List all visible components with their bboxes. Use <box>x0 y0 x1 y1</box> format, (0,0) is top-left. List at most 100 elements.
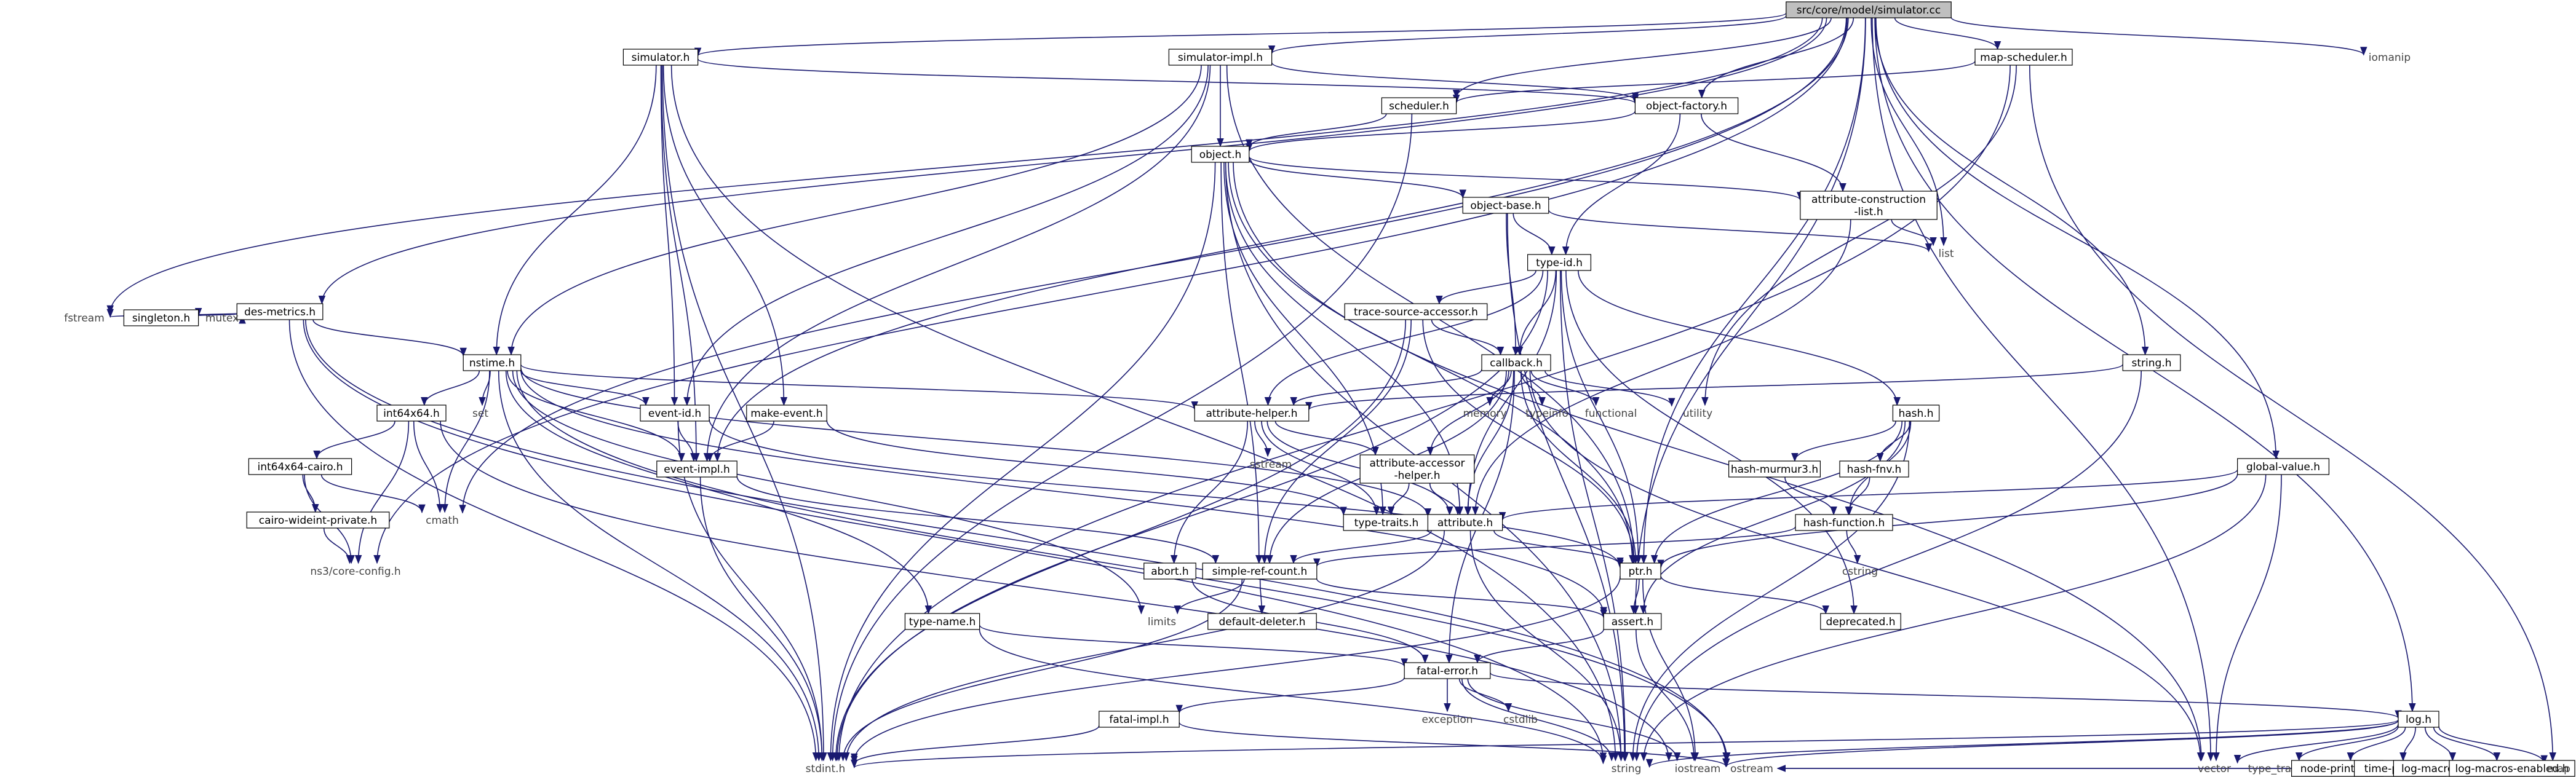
node-log-macros-enabled-h[interactable]: log-macros-enabled.h <box>2449 760 2575 777</box>
edge-object-base-h-to-callback-h <box>1506 213 1519 356</box>
node-fatal-error-h[interactable]: fatal-error.h <box>1404 662 1491 679</box>
edge-hash-fnv-h-to-hash-function-h <box>1845 476 1870 516</box>
node-label: hash-murmur3.h <box>1731 463 1818 476</box>
node-trace-source-accessor-h[interactable]: trace-source-accessor.h <box>1344 303 1488 320</box>
node-label: functional <box>1585 408 1637 420</box>
node-log-h[interactable]: log.h <box>2398 711 2439 728</box>
edge-object-factory-h-to-type-id-h <box>1562 113 1681 256</box>
node-int64x64-h[interactable]: int64x64.h <box>376 404 447 422</box>
node-event-id-h[interactable]: event-id.h <box>640 404 710 422</box>
node-des-metrics-h[interactable]: des-metrics.h <box>236 303 324 320</box>
node-label: fstream <box>64 312 105 325</box>
edge-root-to-cmath <box>459 17 1847 514</box>
edge-root-to-global-value-h <box>1875 17 2280 460</box>
node-attribute-helper-h[interactable]: attribute-helper.h <box>1194 404 1310 422</box>
node-label: memory <box>1463 408 1506 420</box>
node-attribute-h[interactable]: attribute.h <box>1427 514 1503 531</box>
node-root[interactable]: src/core/model/simulator.cc <box>1786 1 1952 18</box>
edge-simulator-impl-h-to-event-id-h <box>683 65 1209 406</box>
node-simulator-h[interactable]: simulator.h <box>622 49 699 66</box>
edge-callback-h-to-vector <box>1529 370 2204 762</box>
node-box <box>376 404 447 422</box>
node-box <box>1343 514 1430 531</box>
edge-trace-source-accessor-h-to-stdint-h <box>832 319 1406 762</box>
node-assert-h[interactable]: assert.h <box>1603 613 1662 630</box>
node-label: hash.h <box>1898 408 1933 420</box>
node-object-base-h[interactable]: object-base.h <box>1462 197 1549 214</box>
node-attribute-accessor-helper-h[interactable]: attribute-accessor-helper.h <box>1359 454 1475 484</box>
node-default-deleter-h[interactable]: default-deleter.h <box>1207 613 1317 630</box>
node-label: ns3/core-config.h <box>310 566 400 578</box>
node-hash-function-h[interactable]: hash-function.h <box>1795 514 1893 531</box>
edge-root-to-map-scheduler-h <box>1894 17 2002 50</box>
node-fatal-impl-h[interactable]: fatal-impl.h <box>1099 711 1180 728</box>
dependency-edges <box>106 12 2556 772</box>
edge-fatal-impl-h-to-stdint-h <box>851 725 1100 765</box>
edge-object-base-h-to-type-id-h <box>1513 213 1556 256</box>
node-box <box>640 404 710 422</box>
node-object-factory-h[interactable]: object-factory.h <box>1634 97 1739 114</box>
node-box <box>1603 613 1662 630</box>
node-hash-h[interactable]: hash.h <box>1892 404 1940 422</box>
node-make-event-h[interactable]: make-event.h <box>746 404 827 422</box>
edge-root-to-object-factory-h <box>1698 17 1854 99</box>
node-deprecated-h[interactable]: deprecated.h <box>1820 613 1901 630</box>
node-stdint-h: stdint.h <box>806 763 846 775</box>
node-type-id-h[interactable]: type-id.h <box>1527 254 1592 271</box>
dependency-nodes: src/core/model/simulator.cc simulator.h si… <box>64 1 2575 777</box>
node-object-h[interactable]: object.h <box>1191 146 1250 163</box>
node-singleton-h[interactable]: singleton.h <box>123 309 199 326</box>
edge-fatal-error-h-to-string <box>1461 678 1615 762</box>
node-hash-murmur3-h[interactable]: hash-murmur3.h <box>1728 460 1821 478</box>
edge-object-h-to-attribute-construction-list-h <box>1249 156 1804 201</box>
edge-int64x64-cairo-h-to-cmath <box>320 474 426 514</box>
node-map-scheduler-h[interactable]: map-scheduler.h <box>1974 49 2073 66</box>
node-abort-h[interactable]: abort.h <box>1143 562 1196 580</box>
edge-trace-source-accessor-h-to-ptr-h <box>1422 319 1637 564</box>
edge-des-metrics-h-to-singleton-h <box>195 307 237 317</box>
node-iostream: iostream <box>1675 763 1721 775</box>
edge-object-h-to-ptr-h <box>1228 162 1636 564</box>
node-simple-ref-count-h[interactable]: simple-ref-count.h <box>1202 562 1318 580</box>
node-int64x64-cairo-h[interactable]: int64x64-cairo.h <box>248 458 352 475</box>
node-string-h[interactable]: string.h <box>2122 354 2181 371</box>
node-cairo-wideint-private-h[interactable]: cairo-wideint-private.h <box>246 511 390 529</box>
edge-object-factory-h-to-object-h <box>1246 111 1636 152</box>
node-ostream: ostream <box>1730 763 1773 775</box>
edge-type-name-h-to-string <box>979 629 1607 765</box>
node-label: -helper.h <box>1394 470 1441 482</box>
edge-assert-h-to-fatal-error-h <box>1474 629 1604 664</box>
node-ptr-h[interactable]: ptr.h <box>1620 562 1661 580</box>
edge-hash-h-to-hash-murmur3-h <box>1791 420 1896 462</box>
node-type-name-h[interactable]: type-name.h <box>904 613 980 630</box>
node-label: scheduler.h <box>1389 100 1449 112</box>
node-box <box>236 303 324 320</box>
edge-type-name-h-to-fatal-error-h <box>979 625 1408 668</box>
node-label: int64x64.h <box>383 408 440 420</box>
node-label: event-impl.h <box>664 463 730 476</box>
edge-root-to-iomanip <box>1950 17 2367 56</box>
node-type-traits-h[interactable]: type-traits.h <box>1343 514 1430 531</box>
node-label: attribute-helper.h <box>1206 408 1297 420</box>
node-event-impl-h[interactable]: event-impl.h <box>656 460 737 478</box>
node-box <box>1795 514 1893 531</box>
edge-attribute-h-to-ptr-h <box>1493 530 1624 567</box>
node-hash-fnv-h[interactable]: hash-fnv.h <box>1839 460 1909 478</box>
edge-type-id-h-to-ptr-h <box>1560 270 1642 564</box>
edge-log-h-to-stdint-h <box>851 719 2399 769</box>
node-box <box>1974 49 2073 66</box>
node-vector: vector <box>2198 763 2231 775</box>
node-typeinfo: typeinfo <box>1525 408 1568 420</box>
node-scheduler-h[interactable]: scheduler.h <box>1381 97 1457 114</box>
node-label: des-metrics.h <box>244 306 316 318</box>
node-global-value-h[interactable]: global-value.h <box>2237 458 2330 475</box>
node-nstime-h[interactable]: nstime.h <box>463 354 522 371</box>
node-callback-h[interactable]: callback.h <box>1481 354 1551 371</box>
edge-attribute-accessor-helper-h-to-type-traits-h <box>1387 483 1410 516</box>
node-simulator-impl-h[interactable]: simulator-impl.h <box>1168 49 1273 66</box>
node-attribute-construction-list-h[interactable]: attribute-construction-list.h <box>1800 191 1938 220</box>
node-box <box>246 511 390 529</box>
edge-object-base-h-to-string <box>1507 213 1628 762</box>
edge-simulator-h-to-object-factory-h <box>697 58 1639 105</box>
edge-attribute-helper-h-to-attribute-h <box>1266 420 1453 516</box>
